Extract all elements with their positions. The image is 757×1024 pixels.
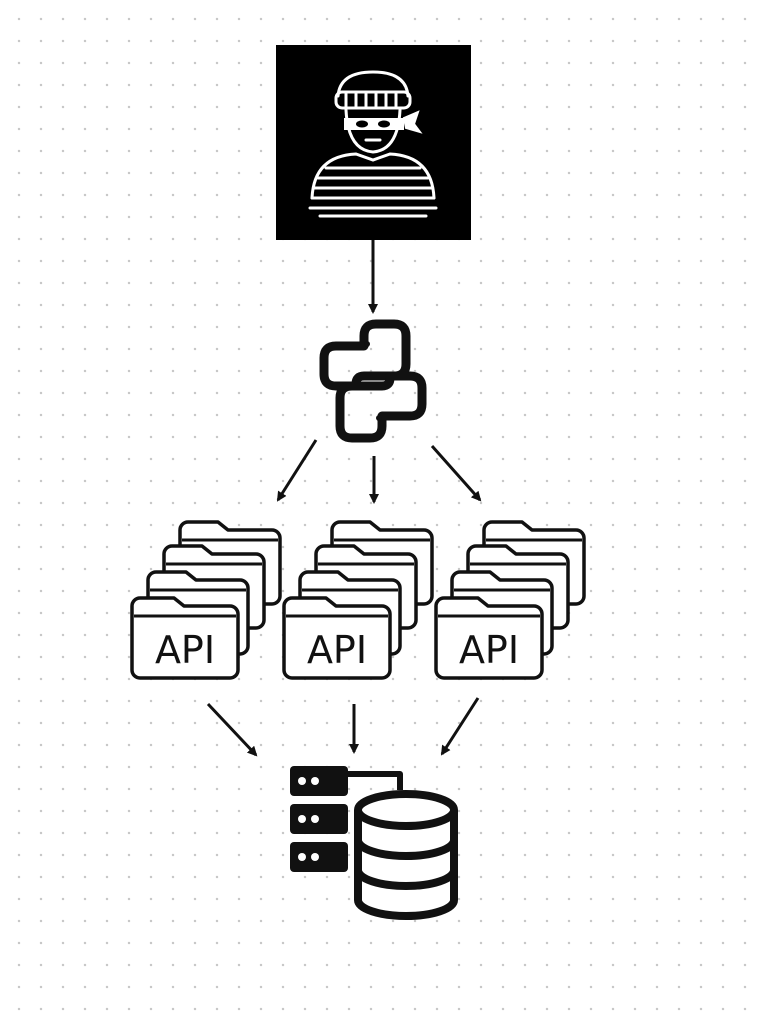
api-label-1: API (155, 628, 215, 672)
api-folder-icon (434, 596, 544, 680)
hacker-icon (308, 70, 438, 218)
api-label-2: API (307, 628, 367, 672)
api-stack-3: API (434, 520, 586, 680)
api-folder-icon (130, 596, 240, 680)
api-label-3: API (459, 628, 519, 672)
server-database-icon (290, 766, 458, 920)
edge-api-3-database (440, 697, 480, 756)
python-icon (319, 319, 427, 443)
api-stack-1: API (130, 520, 282, 680)
edge-python-api-3 (430, 445, 482, 502)
edge-python-api-1 (276, 439, 318, 502)
database-icon (354, 790, 458, 920)
hacker-node (276, 45, 471, 240)
edge-api-1-database (206, 702, 258, 757)
api-stack-2: API (282, 520, 434, 680)
server-icon (290, 766, 403, 872)
api-folder-icon (282, 596, 392, 680)
